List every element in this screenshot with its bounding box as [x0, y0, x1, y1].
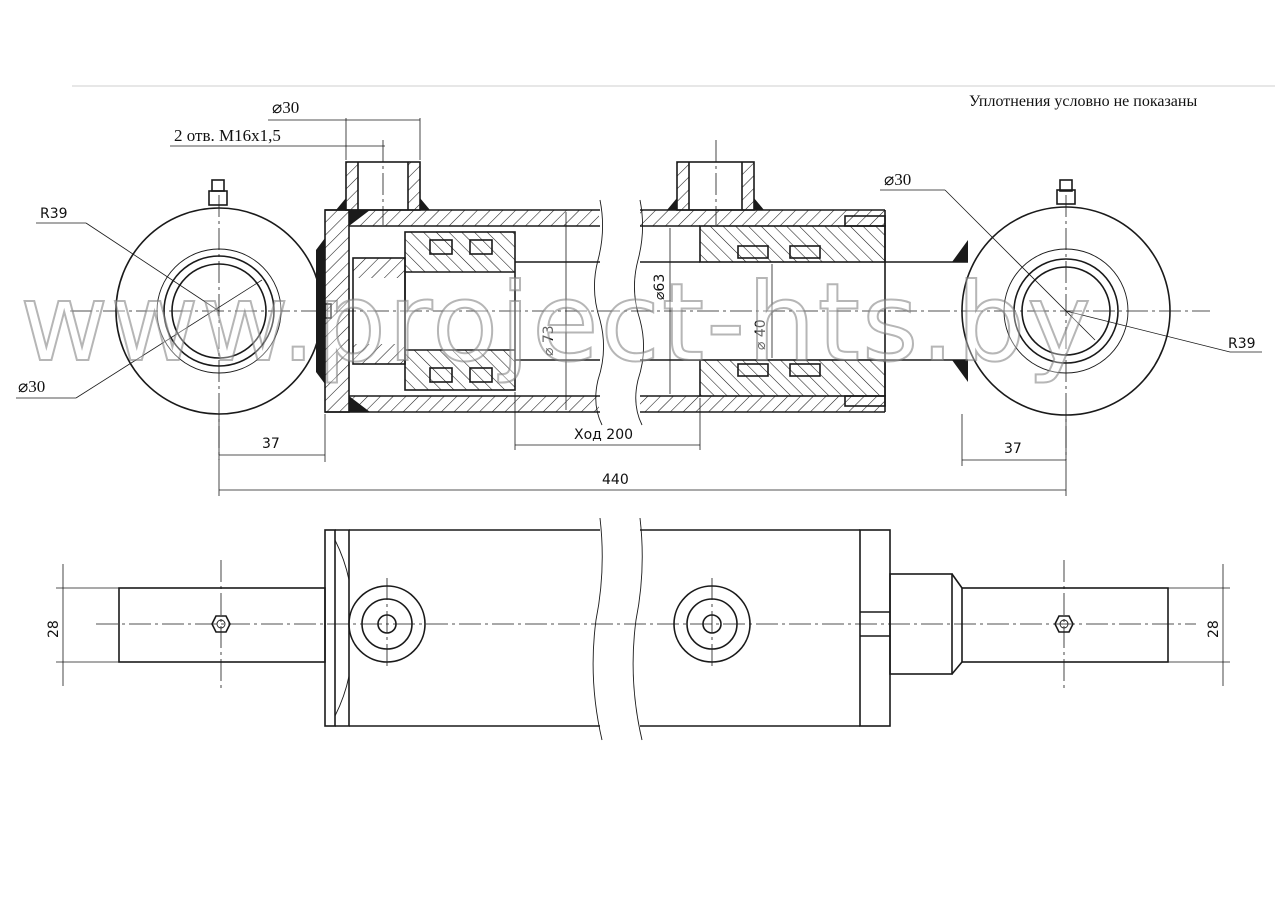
tube-diameter-label: ⌀63	[652, 274, 668, 300]
seals-note: Уплотнения условно не показаны	[969, 93, 1197, 110]
bore-diameter-label: ⌀ 73	[541, 325, 557, 356]
right-eye-offset-label: 37	[1004, 441, 1022, 457]
left-eye-width-label: 28	[46, 620, 62, 638]
section-view	[70, 140, 1210, 460]
piston	[352, 231, 516, 391]
cylinder-body	[324, 140, 886, 426]
left-eye-offset-label: 37	[262, 436, 280, 452]
dimensions-section: ⌀30 2 отв. M16х1,5 R39 ⌀30 ⌀30 R39 ⌀ 73 …	[16, 98, 1262, 496]
right-eye-radius-label: R39	[1228, 336, 1256, 352]
ports-thread-label: 2 отв. M16х1,5	[174, 126, 281, 145]
watermark: www.project-hts.by	[20, 261, 1093, 386]
left-eye-radius-label: R39	[40, 206, 68, 222]
overall-length-label: 440	[602, 472, 629, 488]
gland	[699, 215, 886, 407]
left-pin-diameter-label: ⌀30	[18, 377, 45, 396]
port-diameter-label: ⌀30	[272, 98, 299, 117]
dimensions-plan: 28 28	[46, 564, 1230, 686]
right-pin-diameter-label: ⌀30	[884, 170, 911, 189]
rod-diameter-label: ⌀ 40	[753, 319, 769, 350]
plan-view	[96, 517, 1196, 741]
right-eye-width-label: 28	[1206, 620, 1222, 638]
left-eye	[115, 179, 325, 460]
stroke-label: Ход 200	[574, 427, 633, 443]
